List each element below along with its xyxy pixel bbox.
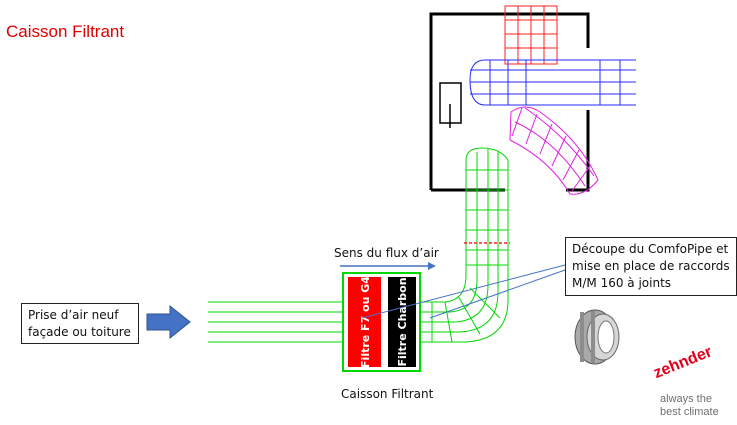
filter-black-panel (388, 277, 416, 367)
caisson-label: Caisson Filtrant (341, 387, 434, 401)
ventilation-unit (429, 12, 590, 192)
blue-duct (469, 59, 636, 106)
green-duct (208, 147, 509, 343)
page-title: Caisson Filtrant (6, 22, 125, 41)
filter-black-label: Filtre Charbon (396, 277, 409, 366)
tagline-line-1: always the (660, 393, 712, 405)
intake-callout: Prise d’air neuf façade ou toiture (21, 303, 139, 344)
intake-line-2: façade ou toiture (28, 325, 131, 339)
filter-red-label: Filtre F7 ou G4 (359, 276, 372, 368)
connector-fitting-icon (574, 309, 620, 365)
red-duct (504, 5, 558, 65)
brand-tagline: always the best climate (660, 393, 737, 419)
callout-leaders (361, 264, 566, 319)
magenta-duct (509, 106, 599, 195)
cut-callout: Découpe du ComfoPipe et mise en place de… (565, 237, 737, 296)
cut-line-1: Découpe du ComfoPipe et (572, 242, 729, 256)
airflow-arrow (340, 262, 436, 270)
intake-arrow-icon (146, 304, 191, 340)
cut-line-2: mise en place de raccords (572, 259, 730, 273)
filter-red-panel (348, 277, 381, 367)
airflow-label: Sens du flux d’air (334, 246, 439, 260)
tagline-line-2: best climate (660, 406, 719, 418)
intake-line-1: Prise d’air neuf (28, 308, 119, 322)
cut-line-3: M/M 160 à joints (572, 276, 672, 290)
